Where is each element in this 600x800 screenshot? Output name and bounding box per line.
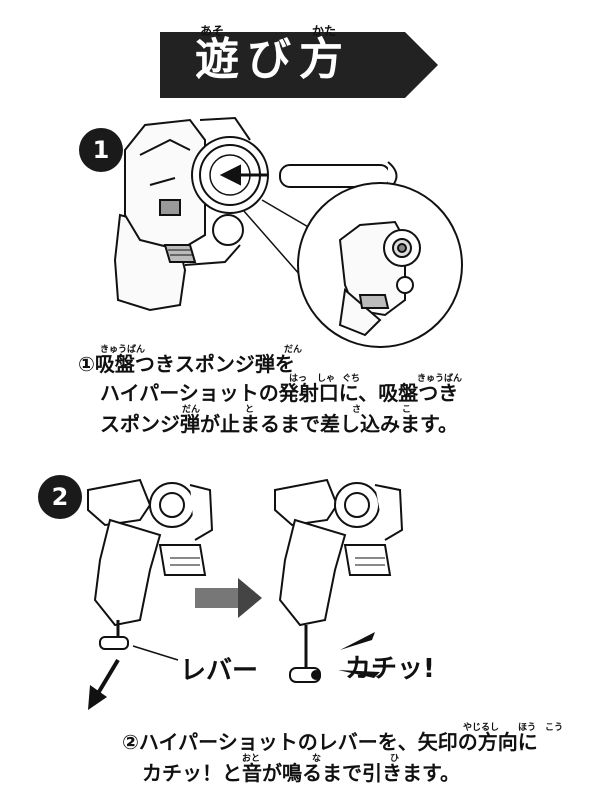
step1-blaster-illustration: [113, 116, 398, 312]
ruby-ko: こ: [402, 405, 412, 415]
ruby-hatsu: はっ: [289, 374, 308, 384]
step1-zoom-inset: [242, 182, 463, 348]
step1-badge: [79, 128, 123, 172]
ruby-hi: ひ: [390, 754, 400, 764]
lever-pointer-line: [132, 645, 179, 661]
step2-blaster-before: [87, 478, 214, 650]
ruby-guchi: ぐち: [342, 374, 361, 384]
ruby-dan-2: だん: [182, 405, 201, 415]
pull-direction-arrow: [88, 658, 120, 710]
click-burst-lines: [338, 632, 380, 678]
click-label: カチッ!: [345, 654, 435, 684]
step1-number: 1: [92, 136, 110, 164]
ruby-oto: おと: [242, 754, 261, 764]
lever-label: レバー: [180, 656, 259, 686]
step1-line1: ①吸盤つきスポンジ弾を: [78, 352, 295, 376]
ruby-dan-1: だん: [284, 345, 303, 355]
step1-line2: ハイパーショットの発射口に、吸盤つき: [100, 381, 459, 405]
step2-line1: ②ハイパーショットのレバーを、矢印の方向に: [122, 730, 538, 754]
step2-blaster-after: [274, 478, 404, 683]
ruby-na: な: [312, 754, 322, 764]
transition-arrow: [195, 578, 262, 618]
title-banner: [160, 32, 438, 98]
ruby-to: と: [245, 405, 255, 415]
title-ruby-asobi: あそ: [200, 24, 225, 38]
ruby-sa: さ: [352, 405, 362, 415]
ruby-yajirushi: やじるし: [463, 723, 500, 733]
ruby-kyuuban-2: きゅうばん: [417, 374, 463, 384]
ruby-hou: ほう: [518, 723, 537, 733]
title-ruby-kata: かた: [312, 24, 337, 38]
ruby-kou: こう: [545, 723, 564, 733]
step2-number: 2: [51, 483, 69, 511]
page-title: 遊び方: [195, 34, 351, 85]
step2-line2: カチッ！と音が鳴るまで引きます。: [142, 761, 460, 785]
ruby-kyuuban-1: きゅうばん: [100, 345, 146, 355]
step1-line3: スポンジ弾が止まるまで差し込みます。: [100, 412, 458, 436]
ruby-sha: しゃ: [317, 374, 336, 384]
step2-badge: [38, 475, 82, 519]
